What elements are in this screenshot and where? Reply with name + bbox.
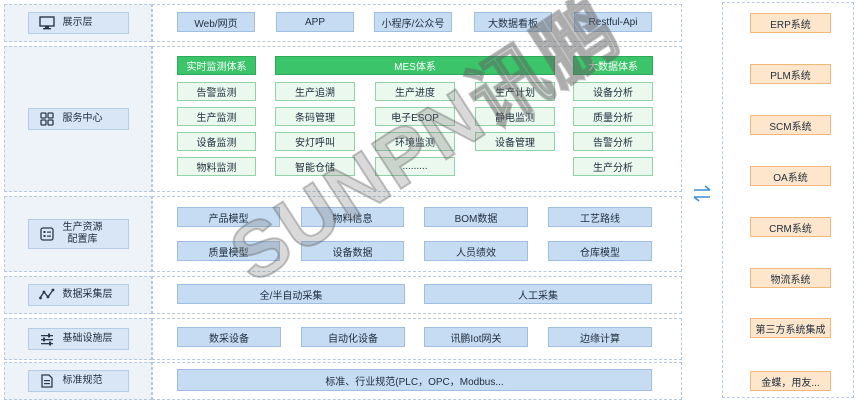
monitor-icon [38,15,55,31]
display-item-dashboard[interactable]: 大数据看板 [474,12,552,32]
external-erp[interactable]: ERP系统 [750,13,831,33]
resource-item-material-info[interactable]: 物料信息 [301,207,404,227]
layer-display-cell: 展示层 [4,4,152,42]
layer-collect-label[interactable]: 数据采集层 [27,284,129,306]
external-kingdee-yonyou[interactable]: 金蝶，用友... [750,371,831,391]
resource-item-warehouse-model[interactable]: 仓库模型 [548,241,652,261]
mes-item-andon[interactable]: 安灯呼叫 [275,132,355,151]
layer-service-text: 服务中心 [62,113,103,124]
bigdata-item-equipment[interactable]: 设备分析 [573,82,653,101]
infra-item-edge-computing[interactable]: 边缘计算 [548,327,652,347]
resource-item-product-model[interactable]: 产品模型 [177,207,280,227]
grid-icon [39,111,55,127]
external-plm[interactable]: PLM系统 [750,64,831,84]
realtime-item-alarm[interactable]: 告警监测 [177,82,256,101]
display-item-app[interactable]: APP [276,12,354,32]
bigdata-item-quality[interactable]: 质量分析 [573,107,653,126]
swap-arrows-icon [690,184,714,204]
mes-item-esop[interactable]: 电子ESOP [375,107,455,126]
mes-item-plan[interactable]: 生产计划 [475,82,555,101]
resource-item-bom[interactable]: BOM数据 [424,207,528,227]
resource-item-staff-performance[interactable]: 人员绩效 [424,241,528,261]
layer-display-text: 展示层 [62,17,93,28]
external-scm[interactable]: SCM系统 [750,115,831,135]
display-item-web[interactable]: Web/网页 [177,12,255,32]
collect-item-manual[interactable]: 人工采集 [424,284,652,304]
infra-item-iot-gateway[interactable]: 讯鹏Iot网关 [424,327,528,347]
layer-collect-text: 数据采集层 [62,289,113,300]
bigdata-header[interactable]: 大数据体系 [573,56,653,75]
external-crm[interactable]: CRM系统 [750,217,831,237]
document-icon [39,373,55,389]
layer-infra-cell: 基础设施层 [4,318,152,360]
mes-item-progress[interactable]: 生产进度 [375,82,455,101]
layer-resource-label[interactable]: 生产资源 配置库 [27,219,129,249]
mes-item-smart-warehouse[interactable]: 智能仓储 [275,157,355,176]
layer-service-cell: 服务中心 [4,46,152,192]
layer-standard-cell: 标准规范 [4,362,152,400]
layer-infra-label[interactable]: 基础设施层 [27,328,129,350]
realtime-item-equipment[interactable]: 设备监测 [177,132,256,151]
realtime-monitor-header[interactable]: 实时监测体系 [177,56,256,75]
display-item-miniprogram[interactable]: 小程序/公众号 [374,12,452,32]
realtime-item-production[interactable]: 生产监测 [177,107,256,126]
bigdata-item-alarm[interactable]: 告警分析 [573,132,653,151]
external-logistics[interactable]: 物流系统 [750,268,831,288]
pulse-icon [38,287,55,303]
mes-item-more[interactable]: ......... [375,157,455,176]
layer-collect-cell: 数据采集层 [4,276,152,314]
standard-item[interactable]: 标准、行业规范(PLC，OPC，Modbus... [177,369,652,391]
layer-resource-cell: 生产资源 配置库 [4,196,152,272]
collect-item-auto[interactable]: 全/半自动采集 [177,284,405,304]
list-card-icon [39,226,55,242]
mes-item-trace[interactable]: 生产追溯 [275,82,355,101]
mes-item-static[interactable]: 静电监测 [475,107,555,126]
layer-resource-text: 生产资源 配置库 [62,222,103,245]
layer-standard-text: 标准规范 [62,375,103,386]
infra-item-automation[interactable]: 自动化设备 [301,327,405,347]
resource-item-process-route[interactable]: 工艺路线 [548,207,652,227]
mes-item-barcode[interactable]: 条码管理 [275,107,355,126]
mes-item-equipment-mgmt[interactable]: 设备管理 [475,132,555,151]
realtime-item-material[interactable]: 物料监测 [177,157,256,176]
layer-service-label[interactable]: 服务中心 [27,108,129,130]
external-oa[interactable]: OA系统 [750,166,831,186]
external-systems-column: ERP系统 PLM系统 SCM系统 OA系统 CRM系统 物流系统 第三方系统集… [722,2,854,398]
mes-item-environment[interactable]: 环境监测 [375,132,455,151]
layer-standard-label[interactable]: 标准规范 [27,370,129,392]
external-third-party[interactable]: 第三方系统集成 [750,318,831,338]
resource-item-equipment-data[interactable]: 设备数据 [301,241,404,261]
sliders-icon [39,331,55,347]
resource-item-quality-model[interactable]: 质量模型 [177,241,280,261]
mes-header[interactable]: MES体系 [275,56,555,75]
infra-item-collection-device[interactable]: 数采设备 [177,327,281,347]
bigdata-item-production[interactable]: 生产分析 [573,157,653,176]
layer-display-label[interactable]: 展示层 [27,12,129,34]
display-item-restful[interactable]: Restful-Api [574,12,652,32]
layer-infra-text: 基础设施层 [62,333,113,344]
